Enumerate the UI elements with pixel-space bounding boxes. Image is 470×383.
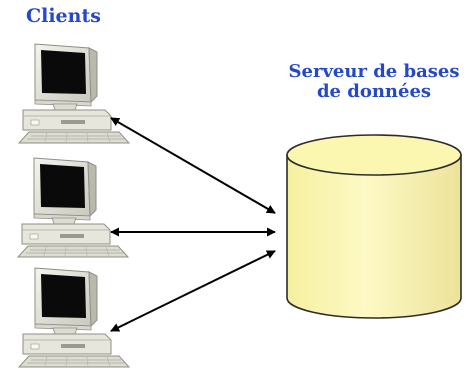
connection-arrow: [110, 250, 276, 332]
server-label-line2: de données: [316, 80, 432, 102]
server-label-line1: Serveur de bases: [288, 61, 460, 82]
server-label: Serveur de bases de données: [274, 62, 470, 102]
client-computer-icon: [18, 43, 130, 144]
client-computer-icon: [18, 267, 130, 368]
database-cylinder-icon: [286, 134, 462, 319]
client-computer-icon: [17, 157, 129, 258]
clients-label: Clients: [26, 5, 101, 27]
connection-arrow: [110, 117, 276, 214]
